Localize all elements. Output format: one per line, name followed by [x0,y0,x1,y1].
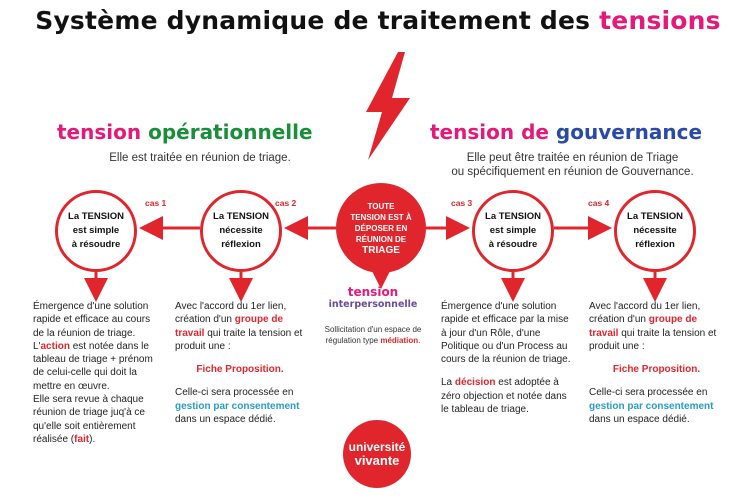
title-highlight: tensions [599,6,721,35]
case3-circle: La TENSION est simple à résoudre [472,190,554,272]
case3-label: cas 3 [451,198,473,208]
case1-p1: Émergence d'une solution rapide et effic… [33,301,151,339]
interpersonal-desc-b: . [418,336,421,345]
interpersonal-title-1: tension [347,285,399,299]
case3-description: Émergence d'une solution rapide et effic… [441,300,576,416]
case3-p2-a: La [441,377,455,389]
interpersonal-mediation: médiation [380,336,419,345]
case2-p2: Celle-ci sera processée en gestion par c… [175,386,305,426]
interpersonal-desc-a: Sollicitation d'un espace de régulation … [324,325,422,345]
case1-label: cas 1 [145,198,167,208]
case3-l2: est simple [489,225,537,236]
case4-group: groupe de travail [589,314,698,339]
case2-l1: La TENSION [213,211,269,222]
case1-p2-b: est notée dans le tableau de triage + pr… [33,340,153,392]
case4-fiche: Fiche Proposition. [612,364,701,376]
case1-fait: fait [74,433,90,445]
case4-l3: réflexion [635,239,675,250]
governance-heading: tension de gouvernance [430,120,702,144]
case2-label: cas 2 [275,198,297,208]
case2-fiche: Fiche Proposition. [196,364,284,376]
case4-l1: La TENSION [627,211,683,222]
center-line3: DÉPOSER EN [354,223,408,233]
case4-gestion: gestion par consentement [589,400,714,412]
case2-gestion: gestion par consentement [175,400,300,412]
case3-p1: Émergence d'une solution rapide et effic… [441,301,571,366]
logo-line1: université [348,440,406,454]
case3-p2: La décision est adoptée à zéro objection… [441,376,576,416]
universite-vivante-logo: université vivante [343,420,411,488]
case4-p1-b: qui traite la tension et produit une : [589,327,717,352]
page-title: Système dynamique de traitement des tens… [0,6,756,35]
governance-subtitle-1: Elle peut être traitée en réunion de Tri… [466,152,679,164]
case1-p3: Elle sera revue à chaque réunion de tria… [33,393,163,446]
case1-circle: La TENSION est simple à résoudre [55,190,137,272]
center-line4: RÉUNION DE [355,234,407,244]
case1-p2-a: L' [33,340,41,352]
case3-l1: La TENSION [485,211,541,222]
case4-circle: La TENSION nécessite réflexion [614,190,696,272]
case2-p2-b: dans un espace dédié. [175,414,276,426]
case2-l3: réflexion [221,239,261,250]
case4-p2: Celle-ci sera processée en gestion par c… [589,386,724,426]
case4-p1: Avec l'accord du 1er lien, création d'un… [589,300,724,353]
operational-heading-b: opérationnelle [148,120,313,144]
logo-line2: vivante [354,453,400,468]
case4-label: cas 4 [588,198,610,208]
case2-l2: nécessite [219,225,263,236]
lightning-bolt-icon [366,52,410,160]
case1-description: Émergence d'une solution rapide et effic… [33,300,163,446]
governance-subtitle: Elle peut être traitée en réunion de Tri… [405,151,740,179]
operational-subtitle: Elle est traitée en réunion de triage. [109,152,291,164]
case3-p2-b: est adoptée à zéro objection et notée da… [441,377,567,416]
center-line5: TRIAGE [362,244,400,256]
center-line1: TOUTE [367,201,395,211]
case3-l3: à résoudre [488,239,538,250]
center-line2: TENSION EST À [350,212,412,222]
case4-p2-b: dans un espace dédié. [589,414,690,426]
case2-p2-a: Celle-ci sera processée en [175,387,294,399]
operational-heading-a: tension [57,120,149,144]
operational-heading: tension opérationnelle [57,120,313,144]
case2-circle: La TENSION nécessite réflexion [200,190,282,272]
case4-description: Avec l'accord du 1er lien, création d'un… [589,300,724,426]
case2-p1-b: qui traite la tension et produit une : [175,327,303,352]
governance-subtitle-2: ou spécifiquement en réunion de Gouverna… [451,166,694,178]
governance-heading-b: gouvernance [555,120,703,144]
case1-l3: à résoudre [71,239,121,250]
case2-group: groupe de travail [175,314,284,339]
title-main: Système dynamique de traitement des [35,6,600,35]
case1-p3-a: Elle sera revue à chaque réunion de tria… [33,394,145,445]
case2-p1-a: Avec l'accord du 1er lien, création d'un [175,301,287,326]
case4-l2: nécessite [633,225,677,236]
governance-heading-a: tension de [430,120,556,144]
case1-l2: est simple [72,225,120,236]
case1-action: action [40,340,70,352]
case2-description: Avec l'accord du 1er lien, création d'un… [175,300,305,426]
case3-decision: décision [454,377,496,389]
case2-p1: Avec l'accord du 1er lien, création d'un… [175,300,305,353]
interpersonal-desc: Sollicitation d'un espace de régulation … [318,324,428,346]
case1-p3-b: ). [89,433,96,445]
center-triage-circle: TOUTE TENSION EST À DÉPOSER EN RÉUNION D… [336,183,426,273]
case4-p2-a: Celle-ci sera processée en [589,387,708,399]
case4-p1-a: Avec l'accord du 1er lien, création d'un [589,301,701,326]
case1-p2: L'action est notée dans le tableau de tr… [33,340,163,393]
case1-l1: La TENSION [68,211,124,222]
interpersonal-block: tension interpersonnelle Sollicitation d… [318,285,428,346]
interpersonal-title-2: interpersonnelle [328,299,418,310]
